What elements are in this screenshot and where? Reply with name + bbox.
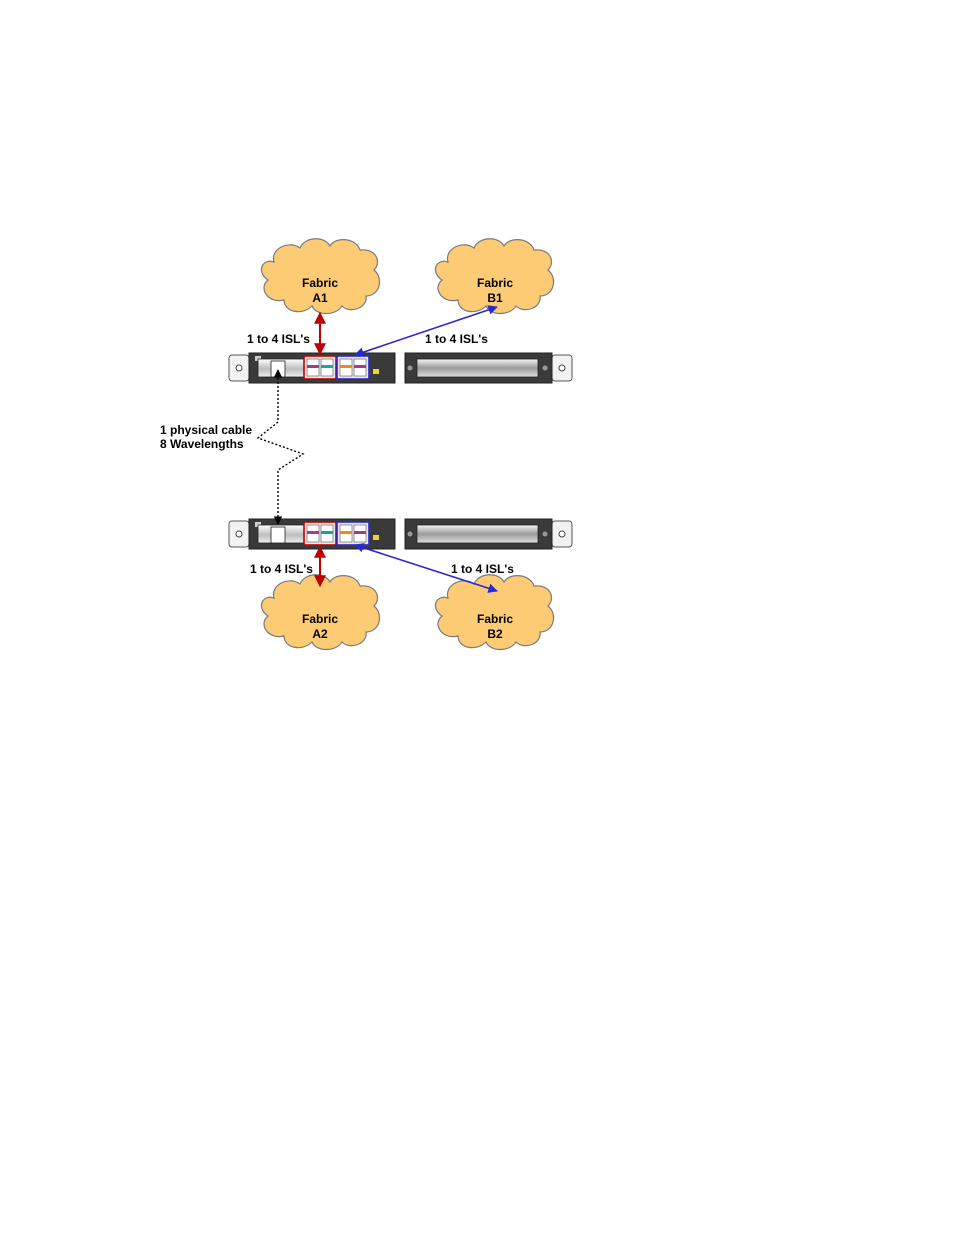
rack-ear-hole	[559, 365, 565, 371]
fabric-b1-label-line2: B1	[487, 291, 503, 305]
fabric-a2-label-line1: Fabric	[302, 612, 338, 626]
cable-label-line1: 1 physical cable	[160, 423, 252, 437]
status-led	[373, 535, 379, 540]
top-right-isl-label: 1 to 4 ISL's	[425, 332, 488, 346]
fabric-b2-label-line1: Fabric	[477, 612, 513, 626]
slot-screw	[408, 366, 413, 371]
fabric-b1-label-line1: Fabric	[477, 276, 513, 290]
blank-slot-panel	[417, 359, 538, 377]
slot-screw	[543, 532, 548, 537]
fabric-a1-label-line1: Fabric	[302, 276, 338, 290]
mux-port	[271, 527, 285, 543]
rack-ear-hole	[236, 531, 242, 537]
blank-slot-panel	[417, 525, 538, 543]
bottom-chassis	[229, 519, 572, 549]
bottom-right-isl-label: 1 to 4 ISL's	[451, 562, 514, 576]
port-color-band	[321, 365, 333, 368]
cable-label-line2: 8 Wavelengths	[160, 437, 244, 451]
fabric-b1-link-arrow	[355, 307, 497, 355]
status-led	[373, 369, 379, 374]
port-color-band	[354, 365, 366, 368]
port-color-band	[340, 531, 352, 534]
fabric-b2-cloud: Fabric B2	[435, 575, 553, 650]
top-chassis	[229, 353, 572, 383]
fabric-b2-label-line2: B2	[487, 627, 503, 641]
port-color-band	[307, 531, 319, 534]
fabric-b1-cloud: Fabric B1	[435, 239, 553, 314]
port-color-band	[307, 365, 319, 368]
fabric-a1-label-line2: A1	[312, 291, 328, 305]
port-color-band	[340, 365, 352, 368]
slot-screw	[543, 366, 548, 371]
fabric-a2-label-line2: A2	[312, 627, 328, 641]
top-left-isl-label: 1 to 4 ISL's	[247, 332, 310, 346]
port-color-band	[321, 531, 333, 534]
slot-screw	[408, 532, 413, 537]
rack-ear-hole	[236, 365, 242, 371]
rack-ear-hole	[559, 531, 565, 537]
bottom-left-isl-label: 1 to 4 ISL's	[250, 562, 313, 576]
port-color-band	[354, 531, 366, 534]
fabric-a1-cloud: Fabric A1	[261, 239, 379, 314]
physical-cable-line	[258, 370, 303, 524]
